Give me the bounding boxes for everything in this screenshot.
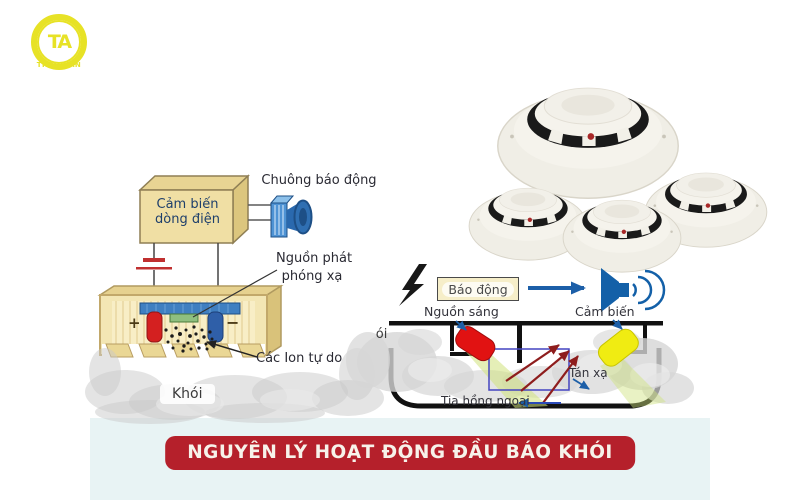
radiation-source-label: Nguồn phát phóng xạ bbox=[276, 250, 353, 285]
electrode-negative bbox=[207, 311, 224, 343]
radiation-source-label-line1: Nguồn phát bbox=[276, 251, 353, 266]
light-source-red bbox=[455, 325, 496, 362]
logo-brand-text: THAIDUAN bbox=[36, 61, 82, 69]
photo-sensor-yellow bbox=[597, 328, 639, 367]
sensor-pointer-arrow bbox=[612, 319, 623, 330]
free-ions-label: Các Ion tự do bbox=[256, 351, 343, 366]
scatter-pointer-arrow bbox=[572, 378, 590, 390]
electrode-positive bbox=[146, 311, 163, 343]
alarm-box-label: Báo động bbox=[442, 281, 514, 297]
smoke-label-left: Khói bbox=[160, 384, 215, 404]
logo-monogram: TA bbox=[47, 31, 72, 53]
light-source-pointer-arrow bbox=[455, 320, 467, 331]
sensor-label: Cảm biến bbox=[575, 304, 635, 319]
sensor-box-label-line2: dòng điện bbox=[155, 212, 220, 227]
lightning-bolt-icon bbox=[399, 264, 427, 306]
smoke-detectors-photo bbox=[468, 87, 768, 273]
photoelectric-diagram-art bbox=[346, 264, 694, 409]
ionization-diagram-art bbox=[85, 174, 384, 424]
title-banner: NGUYÊN LÝ HOẠT ĐỘNG ĐẦU BÁO KHÓI bbox=[165, 436, 635, 470]
light-source-label: Nguồn sáng bbox=[424, 304, 499, 319]
horn-speaker-icon bbox=[269, 195, 313, 238]
electrode-plus-label: + bbox=[128, 314, 141, 332]
smoke-detector-image-large bbox=[497, 87, 679, 199]
scattered-light-arrows bbox=[505, 344, 579, 404]
infrared-label: Tia hồng ngoại bbox=[441, 394, 530, 408]
alarm-bell-label: Chuông báo động bbox=[261, 173, 377, 188]
sensor-box-label: Cảm biến dòng điện bbox=[141, 197, 234, 227]
radiation-pointer-line bbox=[192, 269, 278, 318]
logo-ring: TA bbox=[37, 20, 81, 64]
sensor-box-label-line1: Cảm biến bbox=[156, 197, 219, 212]
current-sensor-box bbox=[138, 174, 250, 245]
speaker-icon bbox=[601, 268, 666, 312]
alarm-box: Báo động bbox=[437, 277, 519, 301]
radiation-source-label-line2: phóng xạ bbox=[281, 268, 343, 284]
bell-wires bbox=[248, 204, 272, 221]
ions-arrow bbox=[206, 340, 258, 358]
electrode-minus-label: − bbox=[226, 313, 240, 332]
logo: TA bbox=[31, 14, 87, 70]
scatter-label: Tán xạ bbox=[569, 366, 608, 380]
radiation-source bbox=[169, 313, 199, 323]
